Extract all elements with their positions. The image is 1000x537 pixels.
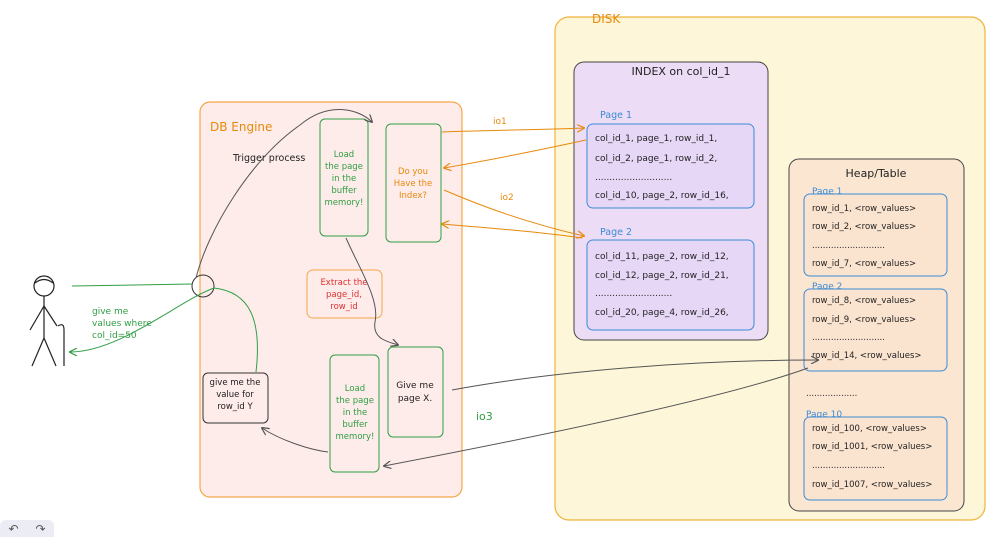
heap-page-10-row: row_id_1007, <row_values>	[812, 480, 932, 490]
give-page-line: Give me	[396, 381, 434, 391]
io1-request-arrow	[441, 128, 584, 133]
index-page-2-row: ...........................	[595, 289, 672, 299]
give-page-to-heap-arrow	[451, 360, 818, 391]
heap-page-10-label: Page 10	[806, 410, 842, 420]
give-value-line: row_id Y	[217, 402, 253, 412]
heap-page-2-row: row_id_14, <row_values>	[812, 351, 922, 361]
index-page-2-box	[586, 239, 755, 331]
index-page-1-label: Page 1	[600, 110, 632, 121]
extract-box	[306, 269, 383, 319]
user-request-line: give me	[92, 307, 129, 317]
return-arrow	[70, 287, 258, 373]
index-page-2-row: col_id_12, page_2, row_id_21,	[595, 271, 729, 281]
index-page-2-row: col_id_20, page_4, row_id_26,	[595, 308, 729, 318]
user-figure-icon	[29, 275, 65, 367]
heap-title: Heap/Table	[846, 167, 907, 180]
give-page-box	[387, 346, 444, 438]
heap-page-10-box	[803, 416, 948, 501]
load-page-top-box	[319, 118, 369, 237]
junction-circle	[191, 274, 215, 298]
do-you-have-index-line: Index?	[399, 191, 427, 201]
index-page-1-row: col_id_2, page_1, row_id_2,	[595, 154, 717, 164]
do-you-have-index-line: Do you	[398, 167, 428, 177]
heap-page-1-box	[803, 193, 948, 277]
load-to-value-arrow	[262, 428, 329, 453]
io2-response-arrow	[442, 224, 583, 239]
heap-to-load-arrow	[384, 367, 809, 466]
extract-line: row_id	[330, 302, 357, 312]
load-page-top-line: memory!	[325, 198, 364, 208]
extract-line: page_id,	[326, 290, 362, 300]
heap-page-1-row: row_id_1, <row_values>	[812, 204, 916, 214]
load-page-top-line: the page	[325, 162, 363, 172]
heap-page-1-row: row_id_7, <row_values>	[812, 259, 916, 269]
index-page-1-row: ...........................	[595, 173, 672, 183]
heap-page-2-row: row_id_8, <row_values>	[812, 296, 916, 306]
heap-page-10-row: ...........................	[812, 461, 885, 471]
heap-page-1-row: ...........................	[812, 241, 885, 251]
give-value-box	[202, 372, 269, 424]
db-engine-container	[199, 101, 463, 498]
give-page-line: page X.	[398, 394, 432, 404]
io1-label: io1	[493, 117, 507, 127]
load-page-bottom-line: memory!	[336, 432, 375, 442]
heap-page-2-box	[803, 288, 948, 372]
user-request-line: col_id=50	[92, 331, 137, 341]
index-page-1-row: col_id_1, page_1, row_id_1,	[595, 134, 717, 144]
redo-icon[interactable]: ↷	[35, 521, 46, 536]
index-page-1-row: col_id_10, page_2, row_id_16,	[595, 191, 729, 201]
index-page-1-box	[586, 123, 755, 209]
heap-page-2-label: Page 2	[812, 282, 842, 292]
do-you-have-index-line: Have the	[394, 179, 433, 189]
index-page-2-row: col_id_11, page_2, row_id_12,	[595, 252, 729, 262]
give-value-line: value for	[216, 390, 254, 400]
request-arrow	[71, 283, 193, 287]
do-you-have-index-box	[385, 123, 442, 243]
load-to-extract-arrow	[345, 237, 398, 345]
heap-page-10-row: row_id_100, <row_values>	[812, 424, 927, 434]
heap-page-2-row: row_id_9, <row_values>	[812, 315, 916, 325]
give-value-line: give me the	[210, 378, 261, 388]
user-request-line: values where	[92, 319, 152, 329]
load-page-bottom-line: the page	[336, 396, 374, 406]
heap-page-1-label: Page 1	[812, 187, 842, 197]
load-page-top-line: Load	[334, 150, 354, 160]
io1-response-arrow	[444, 139, 587, 168]
disk-label: DISK	[592, 12, 621, 26]
heap-page-2-row: ...........................	[812, 333, 885, 343]
load-page-bottom-line: Load	[345, 384, 365, 394]
heap-page-10-row: row_id_1001, <row_values>	[812, 442, 932, 452]
load-page-bottom-box	[329, 354, 380, 473]
index-page-2-label: Page 2	[600, 227, 632, 238]
trigger-arrow	[195, 109, 372, 279]
db-engine-label: DB Engine	[210, 120, 272, 134]
io3-label: io3	[476, 410, 493, 423]
history-toolbar: ↶ ↷	[0, 520, 54, 537]
heap-gap-dots: ...................	[806, 389, 857, 399]
load-page-top-line: buffer	[331, 186, 357, 196]
trigger-process-label: Trigger process	[232, 153, 305, 164]
load-page-top-line: in the	[332, 174, 356, 184]
undo-icon[interactable]: ↶	[8, 521, 19, 536]
load-page-bottom-line: buffer	[342, 420, 368, 430]
extract-line: Extract the	[320, 278, 367, 288]
index-title: INDEX on col_id_1	[632, 65, 731, 78]
io2-request-arrow	[443, 189, 584, 236]
heap-page-1-row: row_id_2, <row_values>	[812, 222, 916, 232]
load-page-bottom-line: in the	[343, 408, 367, 418]
io2-label: io2	[500, 193, 514, 203]
